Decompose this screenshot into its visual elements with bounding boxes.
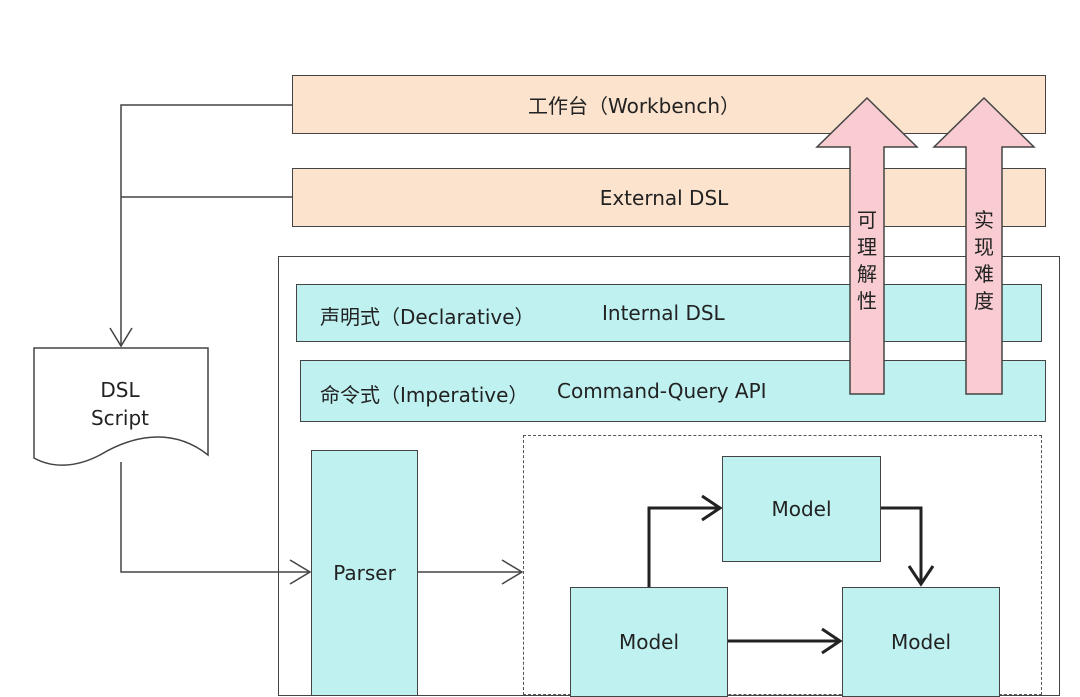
model-left: Model	[570, 587, 728, 697]
workbench-label: 工作台（Workbench）	[528, 94, 740, 118]
external-dsl-layer: External DSL	[292, 168, 1046, 227]
difficulty-char: 度	[974, 289, 994, 313]
understandability-char: 可	[857, 208, 877, 232]
command-query-layer	[300, 360, 1046, 422]
connectors	[33, 96, 1036, 655]
model-top: Model	[722, 456, 881, 562]
external-dsl-label: External DSL	[599, 185, 729, 210]
declarative-label: 声明式（Declarative）	[320, 305, 535, 329]
understandability-label: 可 理 解 性	[854, 207, 880, 315]
dsl-script-line1: DSL	[100, 378, 140, 402]
difficulty-char: 难	[974, 262, 994, 286]
difficulty-char: 现	[974, 235, 994, 259]
dsl-script-line2: Script	[90, 406, 149, 430]
understandability-char: 理	[857, 235, 877, 259]
command-query-label: Command-Query API	[557, 379, 767, 403]
internal-dsl-label: Internal DSL	[602, 301, 725, 325]
understandability-arrow	[815, 96, 919, 395]
model-arrows	[647, 494, 935, 655]
dsl-script-label: DSL Script	[60, 376, 180, 432]
dsl-script-document	[33, 347, 209, 466]
dsl-feed-lines	[109, 104, 292, 348]
parser-label: Parser	[333, 561, 396, 585]
imperative-label: 命令式（Imperative）	[320, 383, 529, 407]
parser-to-model-arrow	[418, 559, 524, 585]
internal-dsl-layer	[296, 284, 1042, 342]
difficulty-arrow	[932, 96, 1036, 395]
model-left-label: Model	[618, 630, 680, 654]
model-top-label: Model	[771, 497, 832, 521]
model-right: Model	[842, 587, 1000, 697]
difficulty-char: 实	[974, 208, 994, 232]
workbench-layer: 工作台（Workbench）	[292, 75, 1046, 134]
model-right-label: Model	[890, 630, 952, 654]
difficulty-label: 实 现 难 度	[971, 207, 997, 315]
script-to-parser-arrow	[120, 462, 312, 585]
understandability-char: 解	[857, 262, 877, 286]
understandability-char: 性	[857, 289, 877, 313]
